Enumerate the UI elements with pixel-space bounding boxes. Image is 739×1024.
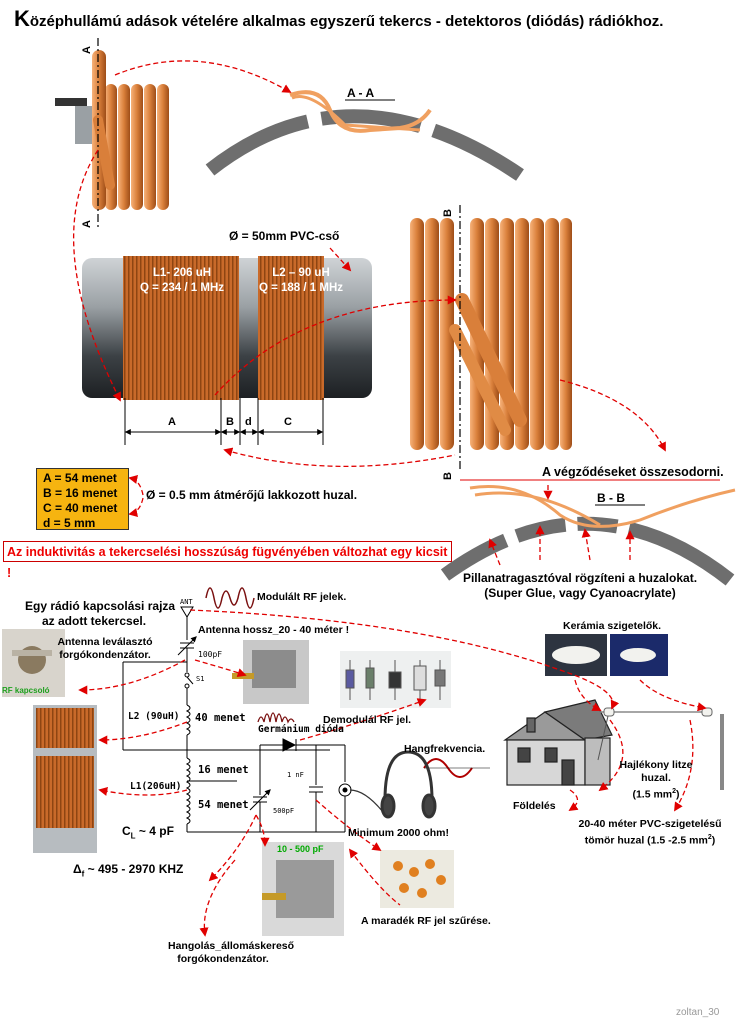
antenna-cap-label: Antenna leválasztó forgókondenzátor. [57,636,153,661]
litz-label: Hajlékony litze huzal.(1.5 mm2) [619,759,693,801]
section-aa-label: A - A [347,86,375,100]
signature: zoltan_30 [676,1007,720,1018]
tube-diameter-label: Ø = 50mm PVC-cső [229,229,340,243]
c1nf-label: 1 nF [287,771,304,779]
red-arrows-bottom [78,609,707,937]
tuning-cap-badge: 10 - 500 pF [277,844,324,854]
section-bb [440,479,736,586]
dim-b-label: B [226,416,234,428]
section-a-top-label: A [80,46,93,54]
warning-note: Az induktivitás a tekercselési hosszúság… [3,541,452,580]
dim-d-label: d [245,416,252,428]
ceramic-label: Kerámia szigetelők. [563,620,662,632]
coil-detail-aa [55,38,169,228]
schematic [122,606,352,833]
dimension-lines [124,398,324,445]
antenna-length-label: Antenna hossz_20 - 40 méter ! [198,624,350,636]
min-ohm-label: Minimum 2000 ohm! [348,827,449,839]
house-icon [503,699,613,786]
c100-label: 100pF [198,650,223,659]
section-bb-label: B - B [597,491,625,505]
s1-label: S1 [196,675,205,683]
l2-turns-label: 40 menet [195,712,246,724]
l1-label: L1(206uH) [130,781,182,792]
audio-label: Hangfrekvencia. [404,743,486,755]
glue-note: Pillanatragasztóval rögzíteni a huzaloka… [462,571,698,600]
c500-label: 500pF [273,807,295,815]
join-ends-note: A végződéseket összesodorni. [542,465,724,479]
rf-switch-label: RF kapcsoló [2,686,50,695]
pvc-tube [82,256,372,400]
ground-label: Földelés [513,800,556,812]
section-b-bottom-label: B [441,472,454,480]
delta-f-label: Δf ~ 495 - 2970 KHZ [73,862,184,879]
dim-a-label: A [168,416,176,428]
audio-wave-icon [423,758,490,778]
page-title: Középhullámú adások vételére alkalmas eg… [14,6,664,31]
ant-label: ANT [180,598,193,606]
l2-label: L2 (90uH) [128,711,180,722]
turns16-label: 16 menet [198,764,249,776]
coil-detail-bb [410,205,572,470]
wire-label: Ø = 0.5 mm átmérőjű lakkozott huzal. [146,488,358,502]
demod-label: Demodulál RF jel. [323,714,412,726]
turns54-label: 54 menet [198,799,249,811]
demod-wave-icon [257,712,295,724]
red-arrows-top [72,60,666,566]
section-b-top-label: B [441,209,454,217]
headphones-icon [349,750,437,819]
dim-c-label: C [284,416,292,428]
rf-filter-label: A maradék RF jel szűrése. [361,915,491,927]
section-a-bottom-label: A [80,220,93,228]
modulated-rf-label: Modulált RF jelek. [257,591,347,603]
germanium-label: Germánium dióda [258,724,344,735]
rf-wave-icon [205,587,255,609]
cl-label: CL ~ 4 pF [122,824,174,841]
antenna-wire [597,707,724,790]
section-aa [205,90,524,181]
tuning-cap-label: Hangolás_állomáskereső forgókondenzátor. [168,940,295,965]
